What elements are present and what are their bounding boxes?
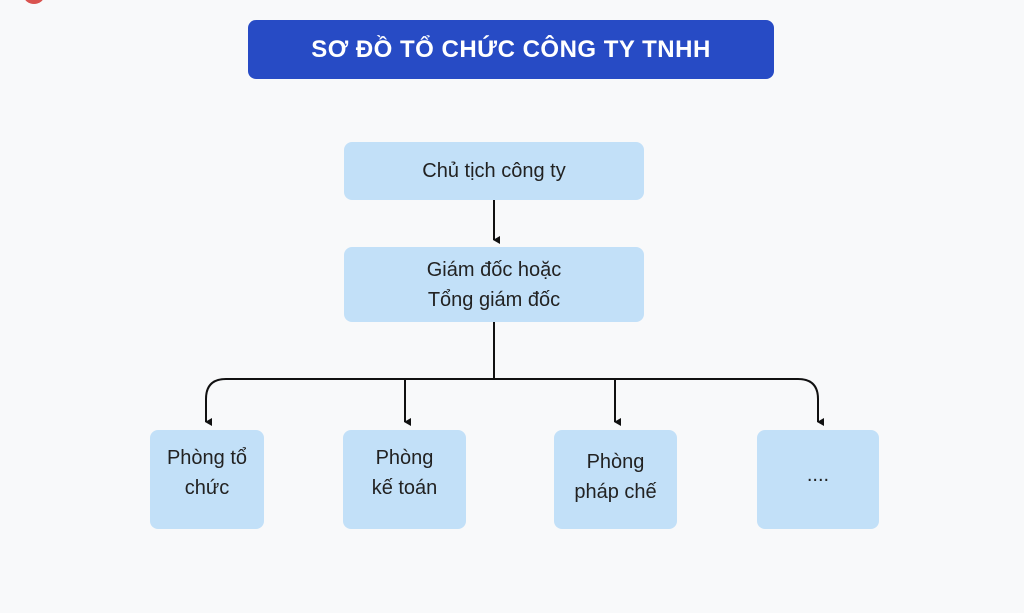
node-director-label-line1: Giám đốc hoặc	[426, 258, 562, 281]
dept-label-line2: kế toán	[371, 476, 438, 499]
dept-label-line2: chức	[184, 476, 230, 499]
dept-label-line1: Phòng	[586, 450, 645, 473]
node-chairman-label: Chủ tịch công ty	[422, 160, 566, 182]
dept-label-line1: Phòng tổ	[166, 446, 248, 469]
dept-label-line1: ....	[806, 463, 830, 486]
chart-title-text: SƠ ĐỒ TỔ CHỨC CÔNG TY TNHH	[311, 35, 711, 63]
chart-title: SƠ ĐỒ TỔ CHỨC CÔNG TY TNHH	[248, 20, 774, 79]
node-chairman: Chủ tịch công ty	[344, 142, 644, 200]
node-dept-accounting: Phòng kế toán	[343, 430, 466, 529]
node-dept-more: ....	[757, 430, 879, 529]
node-dept-organization: Phòng tổ chức	[150, 430, 264, 529]
dept-label-line2: pháp chế	[574, 480, 657, 503]
node-director-label-line2: Tổng giám đốc	[427, 288, 561, 311]
connector-right-branch	[494, 378, 824, 426]
red-indicator-icon	[24, 0, 44, 4]
dept-label-line1: Phòng	[375, 446, 434, 469]
connector-left-branch	[205, 378, 494, 426]
node-dept-legal: Phòng pháp chế	[554, 430, 677, 529]
